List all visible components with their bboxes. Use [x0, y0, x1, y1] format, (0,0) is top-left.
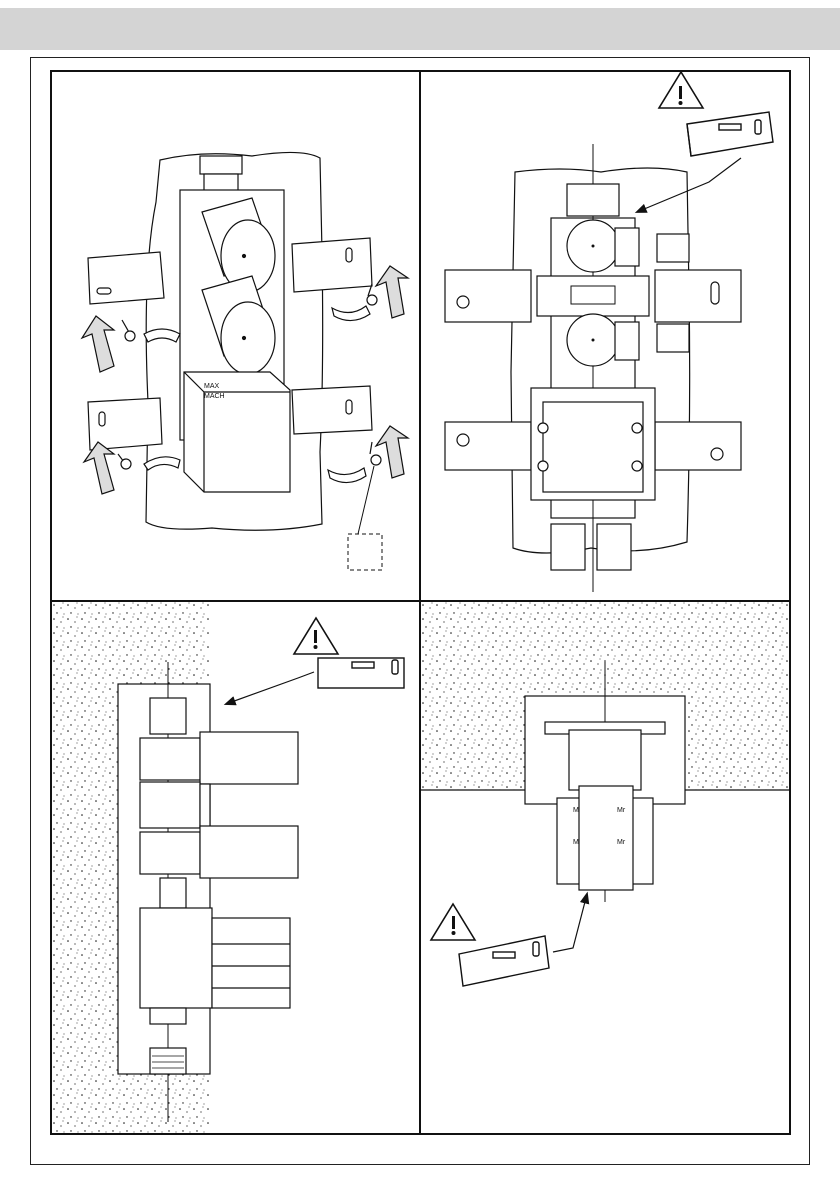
top-view-illustration: M M Mr Mr	[421, 602, 789, 1133]
valve-label-mach: MACH	[204, 393, 225, 400]
thermostatic-box	[531, 388, 655, 500]
bracket-right	[655, 270, 741, 470]
side-view-illustration	[52, 602, 419, 1133]
step-panel-top-view: M M Mr Mr	[421, 602, 789, 1133]
step-panel-mount-brackets: MAX MACH	[52, 72, 419, 600]
mount-brackets-illustration: MAX MACH	[52, 72, 419, 600]
spirit-level-icon	[318, 658, 404, 688]
bracket-bottom-right	[292, 386, 372, 434]
mark-m-2: M	[573, 839, 579, 846]
mark-mr-2: Mr	[617, 839, 626, 846]
header-band	[0, 8, 840, 50]
warning-triangle-icon	[431, 904, 475, 940]
valve-top-cap	[200, 156, 242, 194]
front-level-illustration	[421, 72, 789, 600]
spirit-level-icon	[459, 936, 549, 986]
spirit-level-icon	[687, 112, 773, 156]
bracket-top-right	[292, 238, 372, 292]
warning-triangle-icon	[659, 72, 703, 108]
step-panel-front-level	[421, 72, 789, 600]
mark-m-1: M	[573, 807, 579, 814]
mark-mr-1: Mr	[617, 807, 626, 814]
bracket-left	[445, 270, 531, 470]
valve-label-max: MAX	[204, 383, 220, 390]
thermostatic-box	[184, 372, 290, 492]
detail-box	[348, 534, 382, 570]
warning-triangle-icon	[294, 618, 338, 654]
bracket-top-left	[88, 252, 164, 304]
step-panel-side-view	[52, 602, 419, 1133]
